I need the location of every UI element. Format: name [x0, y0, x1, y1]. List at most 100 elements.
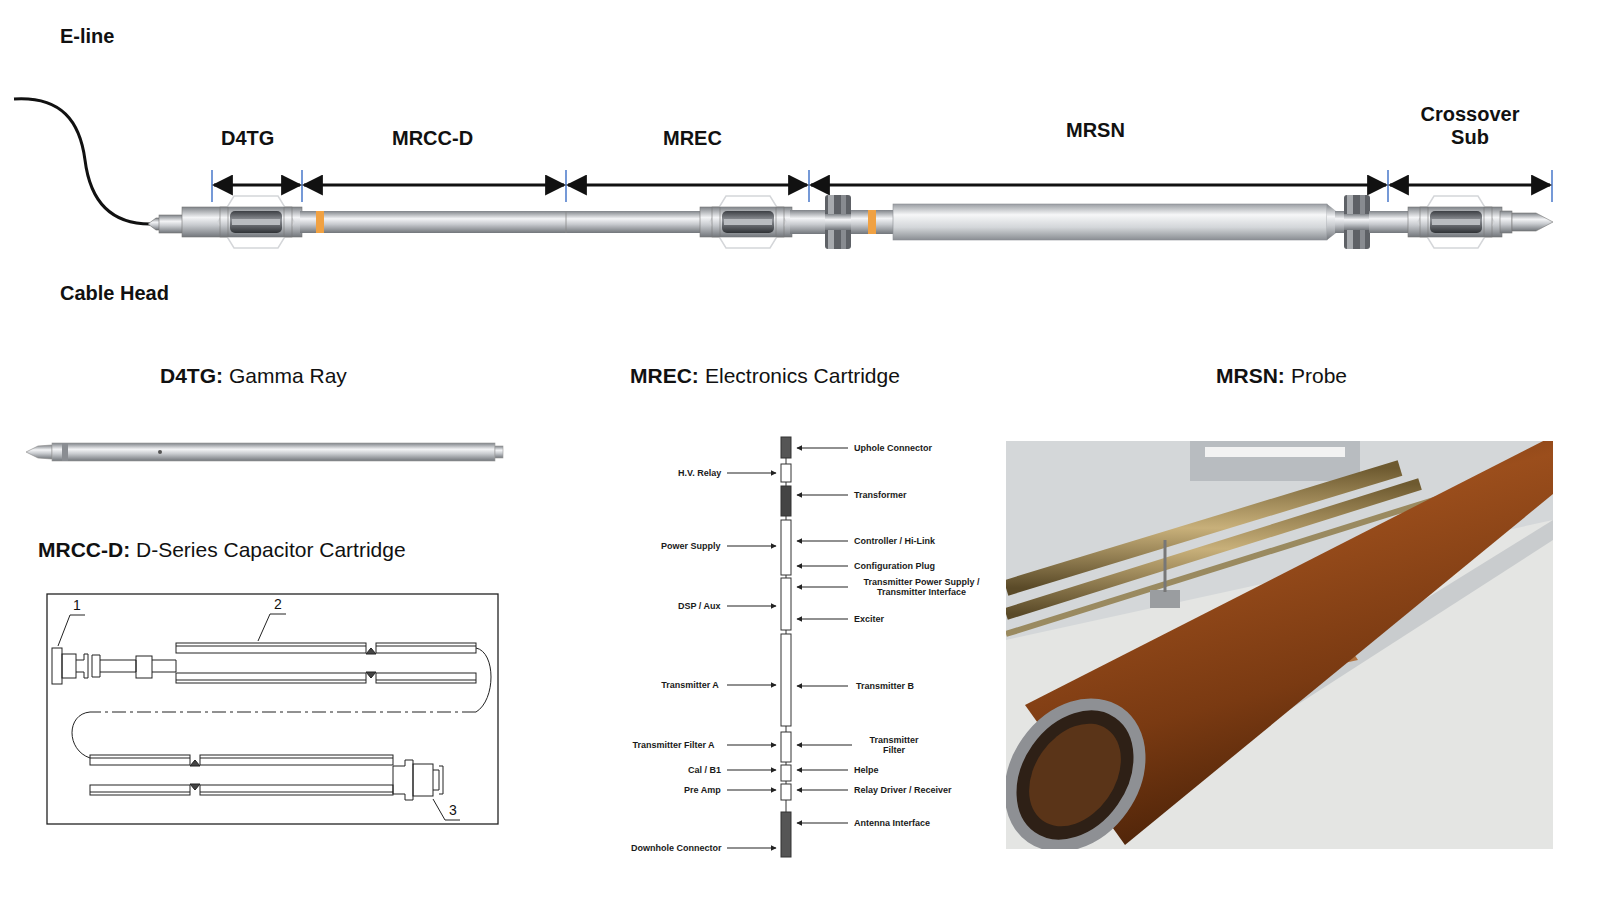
tool-end [495, 446, 503, 458]
clamp [366, 648, 376, 678]
break-curve [72, 712, 90, 758]
leader-arrow [727, 744, 776, 745]
leader-arrow [797, 447, 848, 448]
capacitor-bar [376, 680, 476, 681]
module-symbol [781, 464, 791, 482]
stand [1150, 590, 1180, 608]
collar [1500, 211, 1512, 233]
machine [1190, 441, 1360, 481]
panel-code: MREC: [630, 364, 699, 388]
probe-end [1006, 679, 1166, 849]
connector-symbol [781, 812, 791, 857]
transformer-symbol [781, 486, 791, 516]
tool-string [148, 195, 1553, 249]
leader-arrow [727, 605, 776, 606]
capacitor-bar [90, 758, 190, 759]
component-label: Controller / Hi-Link [854, 536, 935, 546]
capacitor-bar [200, 755, 393, 765]
section-label: MREC [663, 127, 722, 150]
component-label: Transmitter A [659, 680, 721, 690]
leader-arrow [797, 685, 848, 686]
tool-label: Cable Head [60, 282, 169, 305]
coupler [136, 656, 152, 678]
capacitor-bar [376, 673, 476, 683]
leader-arrow [797, 769, 848, 770]
component-label: Pre Amp [684, 785, 721, 795]
dimension-tick [211, 170, 212, 202]
callout-leader [258, 614, 286, 641]
e-line-cable [14, 99, 150, 224]
leader-arrow [727, 545, 776, 546]
panel-code: MRSN: [1216, 364, 1285, 388]
break-curve [476, 648, 491, 712]
end-connector [433, 766, 443, 794]
centralizer [1418, 196, 1494, 248]
capacitor-bar [376, 646, 476, 647]
dimension-arrow [811, 184, 1386, 187]
leader-arrow [797, 822, 848, 823]
module-symbol [781, 578, 791, 630]
leader-arrow [727, 847, 776, 848]
component-label: Downhole Connector [631, 843, 722, 853]
component-label: DSP / Aux [678, 601, 721, 611]
machine [1205, 447, 1345, 457]
capacitor-bar [200, 792, 393, 793]
callout-leader [433, 799, 460, 820]
panel-title: Probe [1291, 364, 1347, 388]
module-symbol [781, 520, 791, 575]
shaft [92, 655, 136, 677]
component-label: Cal / B1 [688, 765, 721, 775]
orange-band [316, 211, 324, 233]
shaft [152, 660, 176, 672]
component-label: Transmitter Filter A [626, 740, 721, 750]
module-symbol [781, 784, 791, 800]
dimension-arrow [568, 184, 807, 187]
leader-arrow [797, 494, 848, 495]
center-line [90, 712, 476, 713]
stand [1164, 540, 1167, 592]
electronics-schematic [727, 437, 852, 857]
section-label: D4TG [221, 127, 274, 150]
dimension-arrow [304, 184, 564, 187]
mrcc-tube [300, 211, 706, 233]
capacitor-bar [176, 680, 366, 681]
orange-band [868, 210, 876, 234]
tool-dot [158, 450, 162, 454]
dimension-tick [808, 170, 809, 202]
clamp [190, 760, 200, 790]
component-label: Transmitter Power Supply / Transmitter I… [854, 577, 989, 598]
capacitor-bar [90, 755, 190, 765]
component-label: Helpe [854, 765, 879, 775]
panel-title: D-Series Capacitor Cartridge [136, 538, 406, 562]
component-label: Transmitter Filter [858, 735, 930, 756]
component-label: Antenna Interface [854, 818, 930, 828]
component-label: Relay Driver / Receiver [854, 785, 952, 795]
capacitor-bar [200, 758, 393, 759]
connector [76, 654, 88, 678]
probe-photo [1006, 441, 1553, 849]
leader-arrow [797, 565, 848, 566]
component-label: Uphole Connector [854, 443, 932, 453]
dimension-tick [1551, 170, 1552, 202]
end-connector [393, 760, 413, 800]
dimension-tick [565, 170, 566, 202]
leader-arrow [727, 472, 776, 473]
section-label: MRSN [1066, 119, 1125, 142]
component-label: Transformer [854, 490, 907, 500]
leader-arrow [727, 684, 776, 685]
callout-number: 2 [274, 596, 282, 612]
centralizer [710, 196, 786, 248]
leader-arrow [727, 769, 776, 770]
cable-head [159, 215, 184, 233]
gamma-ray-tool [26, 443, 503, 461]
module-symbol [781, 732, 791, 762]
section-label: Crossover Sub [1411, 103, 1529, 149]
capacitor-bar [176, 643, 366, 653]
leader-arrow [797, 540, 848, 541]
sub-tube [1369, 211, 1414, 233]
module-symbol [781, 765, 791, 781]
connector [62, 654, 76, 678]
tool-band [62, 443, 68, 461]
capacitor-bar [176, 673, 366, 683]
